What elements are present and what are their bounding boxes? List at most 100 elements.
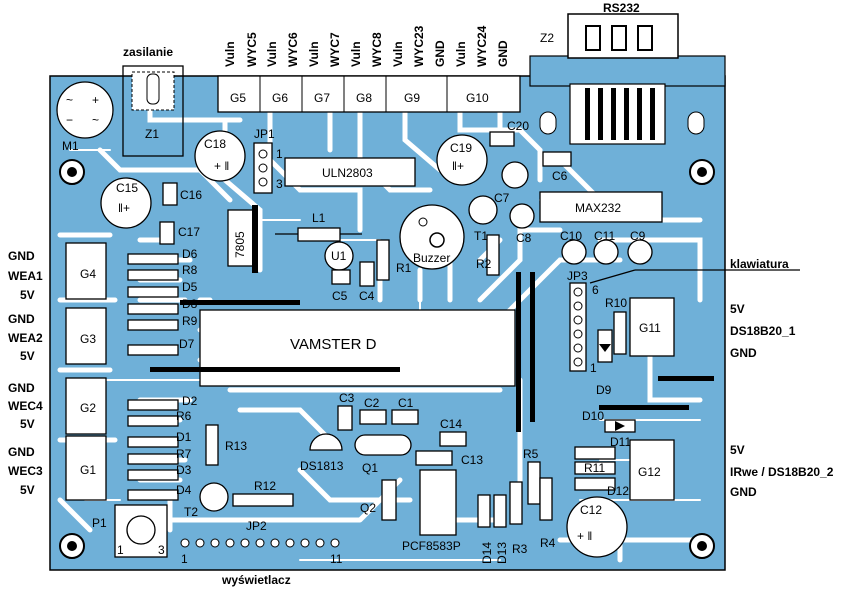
- label-vamster-d: VAMSTER D: [290, 336, 377, 353]
- label-d2: D2: [182, 394, 198, 408]
- top-connector-strip: [217, 75, 521, 113]
- top-connector-dividers: [259, 76, 448, 112]
- r12: [232, 493, 294, 507]
- label-r2: R2: [476, 257, 492, 271]
- svg-text:−: −: [66, 113, 73, 127]
- label-g1: G1: [80, 463, 96, 477]
- label-jp2-pin1: 1: [181, 552, 188, 566]
- label-c17: C17: [178, 225, 200, 239]
- rs232-leads: [585, 88, 655, 140]
- rs232-connector: [567, 13, 679, 59]
- label-d4: D4: [176, 483, 192, 497]
- label-pcf8583p: PCF8583P: [402, 539, 461, 553]
- label-r3: R3: [512, 542, 528, 556]
- label-jp3-pin1: 1: [590, 361, 597, 375]
- c8: [509, 203, 535, 229]
- label-wyc5: WYC5: [245, 32, 259, 67]
- label-t1: T1: [474, 229, 488, 243]
- z1-outline: [122, 65, 184, 157]
- svg-text:‖+: ‖+: [452, 159, 464, 173]
- g2-line-wec4: WEC4: [8, 399, 43, 413]
- g3-line-gnd: GND: [8, 312, 35, 326]
- top-vertical-labels: Vuln WYC5 Vuln WYC6 Vuln WYC7 Vuln WYC8 …: [223, 25, 510, 67]
- label-c3: C3: [339, 391, 355, 405]
- label-c6: C6: [552, 169, 568, 183]
- label-ds1813: DS1813: [300, 459, 344, 473]
- svg-text:+ ‖: + ‖: [577, 529, 592, 543]
- label-vuln-5: Vuln: [391, 41, 405, 67]
- label-max232: MAX232: [575, 201, 621, 215]
- r1: [376, 239, 390, 281]
- label-m1: M1: [62, 139, 79, 153]
- label-d11: D11: [610, 435, 631, 449]
- label-c9: C9: [630, 229, 646, 243]
- d13: [493, 494, 507, 528]
- svg-text:+ ‖: + ‖: [214, 159, 229, 173]
- label-c5: C5: [332, 289, 348, 303]
- label-jp1-pin1: 1: [276, 147, 283, 161]
- label-rs232: RS232: [603, 1, 640, 15]
- label-jp1: JP1: [254, 127, 275, 141]
- z1-slot: [146, 73, 160, 105]
- label-klawiatura: klawiatura: [730, 257, 789, 271]
- c2: [359, 409, 387, 425]
- label-c11: C11: [594, 229, 615, 243]
- label-g4: G4: [80, 267, 96, 281]
- d12: [574, 477, 616, 491]
- label-d7: D7: [179, 337, 195, 351]
- r2: [486, 234, 500, 276]
- connector-g10: G10: [466, 91, 489, 105]
- q2: [381, 479, 397, 521]
- c17: [159, 221, 175, 245]
- upper-left-parts: [127, 253, 179, 356]
- label-g3: G3: [80, 332, 96, 346]
- t2: [199, 482, 229, 512]
- label-r5: R5: [523, 447, 539, 461]
- g4-line-wea1: WEA1: [8, 269, 43, 283]
- uln2803: [284, 157, 416, 187]
- connector-g7: G7: [314, 91, 330, 105]
- connector-g5: G5: [230, 91, 246, 105]
- c18: [194, 130, 246, 182]
- g2-line-gnd: GND: [8, 381, 35, 395]
- label-r6: R6: [176, 409, 192, 423]
- connector-g6: G6: [272, 91, 288, 105]
- label-r9: R9: [182, 314, 198, 328]
- c16: [162, 182, 178, 206]
- pcf8583p: [419, 469, 457, 536]
- label-t2: T2: [184, 505, 198, 519]
- label-vuln-3: Vuln: [307, 41, 321, 67]
- label-c20: C20: [507, 119, 529, 133]
- g11-line-gnd: GND: [730, 346, 757, 360]
- label-gnd-1: GND: [433, 40, 447, 67]
- label-wyc7: WYC7: [328, 32, 342, 67]
- c15: [100, 177, 152, 229]
- rs232-pins: [585, 25, 653, 51]
- r4: [539, 477, 553, 521]
- label-r4: R4: [540, 536, 556, 550]
- label-wyc24: WYC24: [475, 25, 489, 67]
- g12-connector: [629, 439, 675, 501]
- svg-text:~: ~: [66, 93, 73, 107]
- label-wyc8: WYC8: [370, 32, 384, 67]
- g4-line-gnd: GND: [8, 249, 35, 263]
- label-d12: D12: [607, 484, 629, 498]
- g11-line-5v: 5V: [730, 302, 745, 316]
- label-g12: G12: [638, 465, 661, 479]
- c11: [593, 239, 619, 265]
- c13: [415, 450, 453, 466]
- c10: [561, 239, 587, 265]
- label-c16: C16: [180, 188, 202, 202]
- label-q2: Q2: [360, 501, 376, 515]
- label-d6: D6: [182, 247, 198, 261]
- m1-circle: [56, 81, 114, 139]
- r11: [574, 461, 616, 475]
- label-u1: U1: [331, 249, 347, 263]
- label-q1: Q1: [362, 461, 378, 475]
- label-l1: L1: [312, 211, 326, 225]
- c14: [439, 431, 467, 447]
- label-c1: C1: [398, 396, 414, 410]
- label-p1-pin1: 1: [117, 543, 124, 557]
- l1: [297, 227, 341, 242]
- g12-line-5v: 5V: [730, 443, 745, 457]
